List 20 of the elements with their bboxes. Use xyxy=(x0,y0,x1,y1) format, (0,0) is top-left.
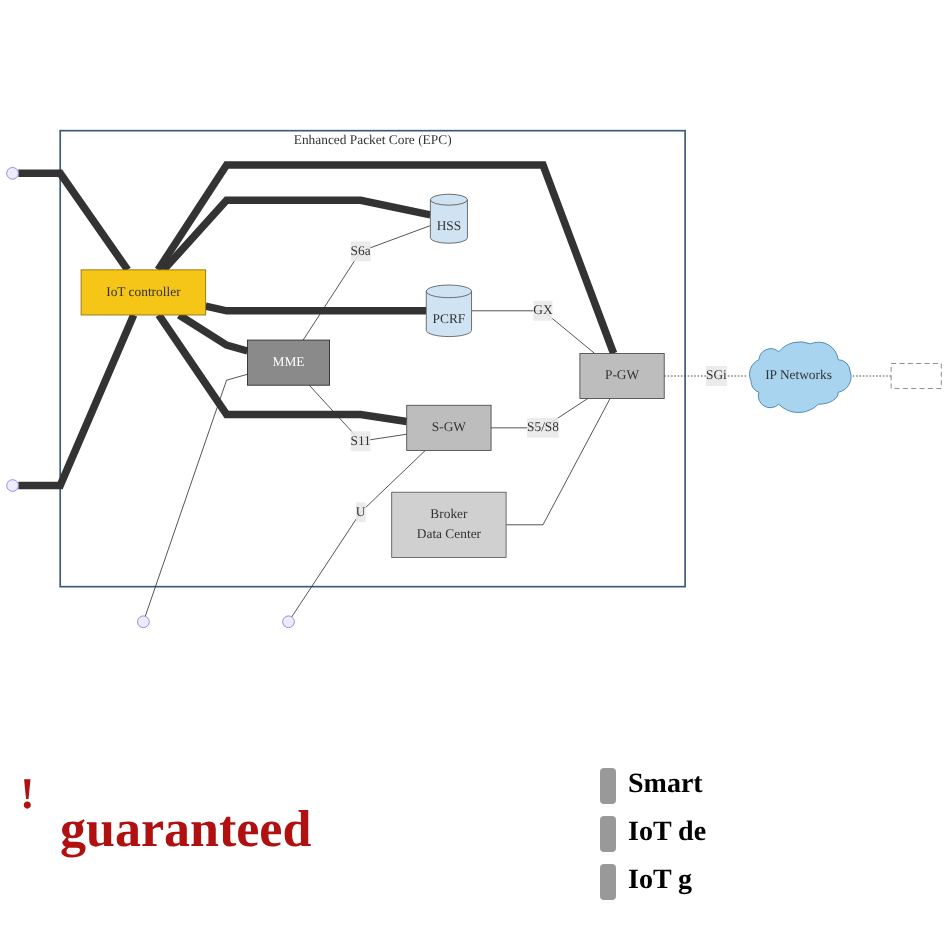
connector xyxy=(18,314,138,491)
connector xyxy=(160,197,432,274)
legend-text: IoT de xyxy=(628,818,707,850)
warning-mark: ! xyxy=(20,768,35,820)
connector xyxy=(308,385,408,443)
connector xyxy=(505,399,611,527)
legend-text: Smart xyxy=(628,770,703,802)
connector xyxy=(155,313,408,426)
node-box xyxy=(890,363,942,390)
connector xyxy=(204,303,427,316)
connector xyxy=(18,170,131,273)
connector xyxy=(154,162,618,356)
connector xyxy=(177,312,249,356)
connector xyxy=(144,374,248,618)
connector xyxy=(302,226,431,342)
legend-text: IoT g xyxy=(628,866,693,898)
connector xyxy=(471,311,596,355)
connector xyxy=(291,450,426,619)
connector xyxy=(663,376,749,378)
note-text: guaranteed xyxy=(60,800,312,860)
